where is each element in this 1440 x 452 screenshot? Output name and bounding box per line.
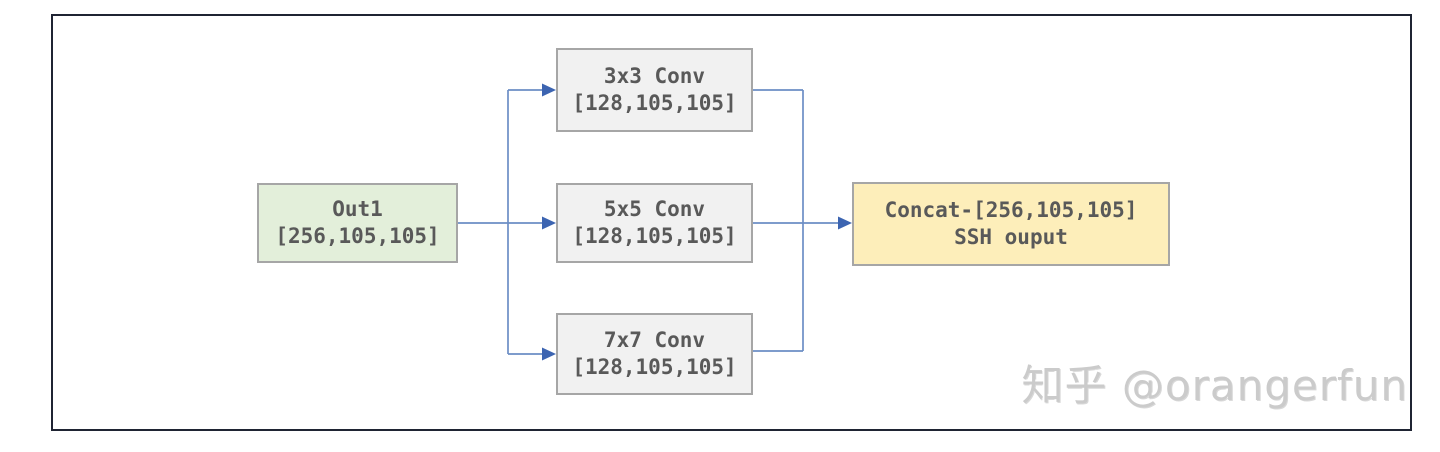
node-shape: [256,105,105] — [275, 224, 440, 248]
node-input-out1: Out1 [256,105,105] — [257, 183, 458, 263]
node-title: 3x3 Conv — [603, 64, 706, 88]
node-title: 5x5 Conv — [603, 197, 706, 221]
node-title: Concat-[256,105,105] — [884, 198, 1138, 222]
node-shape: SSH ouput — [954, 225, 1068, 249]
watermark-text: 知乎 @orangerfun — [1021, 361, 1408, 410]
node-title: 7x7 Conv — [603, 328, 706, 352]
node-conv-5x5: 5x5 Conv [128,105,105] — [556, 183, 753, 263]
node-shape: [128,105,105] — [572, 91, 737, 115]
node-title: Out1 — [332, 197, 383, 221]
node-shape: [128,105,105] — [572, 355, 737, 379]
node-conv-3x3: 3x3 Conv [128,105,105] — [556, 48, 753, 132]
node-shape: [128,105,105] — [572, 224, 737, 248]
node-conv-7x7: 7x7 Conv [128,105,105] — [556, 313, 753, 395]
node-output-concat: Concat-[256,105,105] SSH ouput — [852, 182, 1170, 266]
